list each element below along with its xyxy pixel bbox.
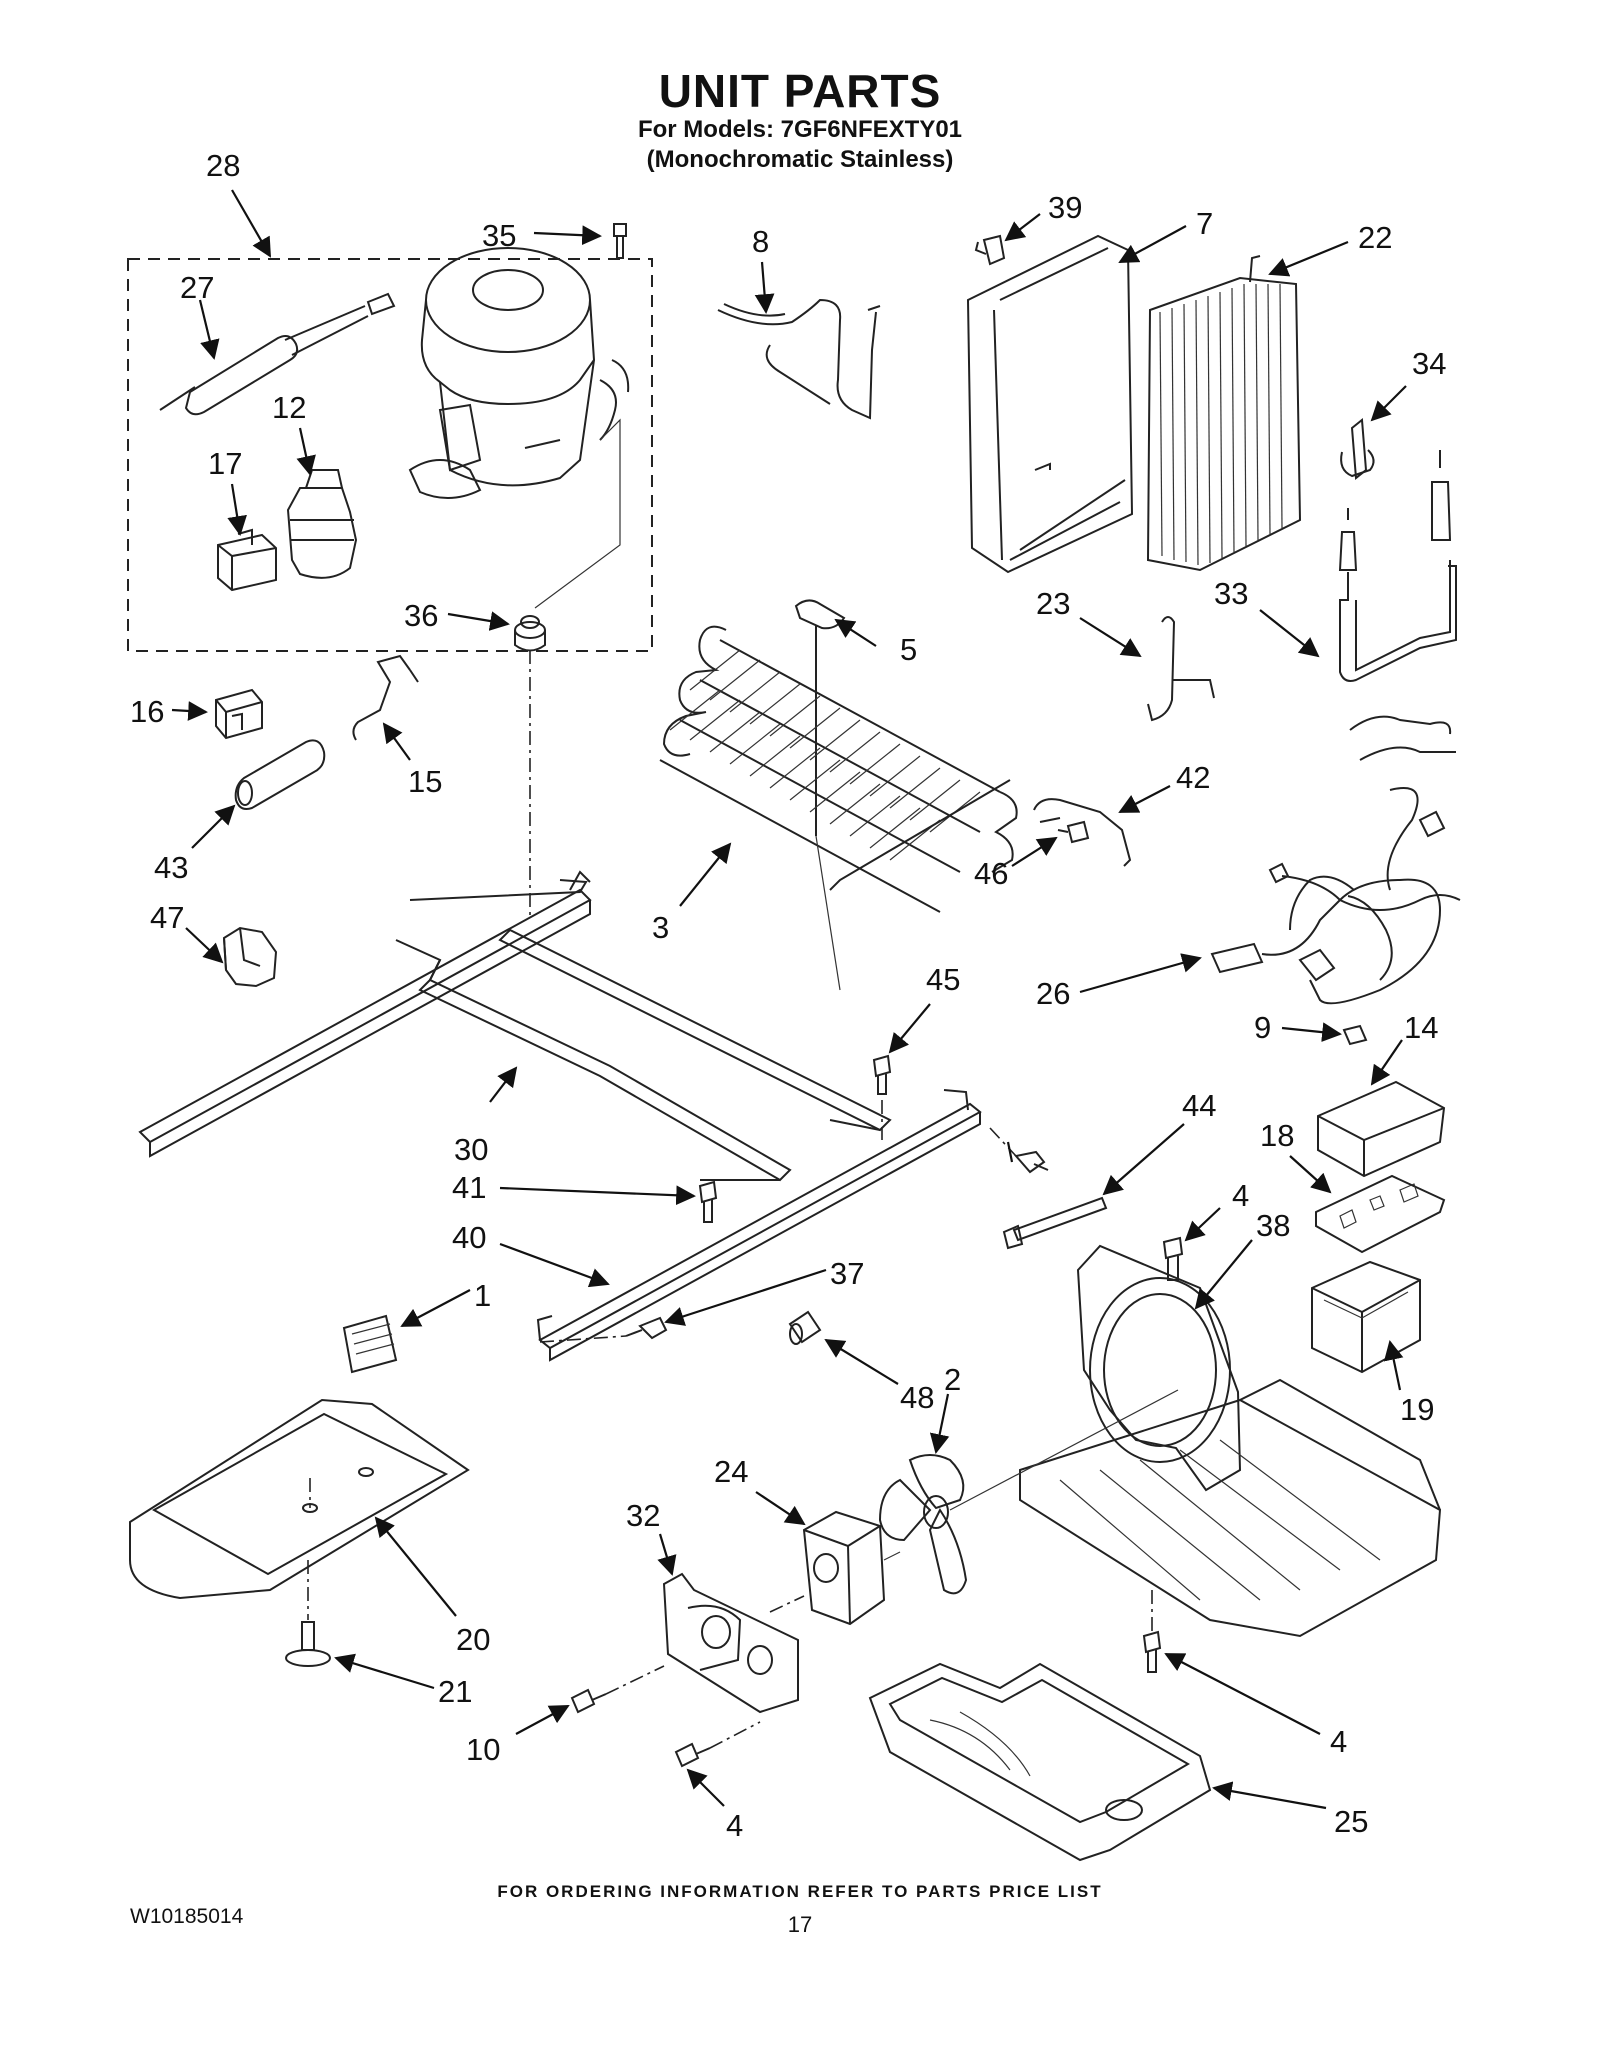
callout-25: 25 <box>1334 1804 1368 1839</box>
callout-24: 24 <box>714 1454 748 1489</box>
ordering-note: FOR ORDERING INFORMATION REFER TO PARTS … <box>497 1882 1103 1901</box>
callout-21: 21 <box>438 1674 472 1709</box>
callout-16: 16 <box>130 694 164 729</box>
page-title: UNIT PARTS <box>658 65 942 117</box>
compressor <box>408 247 630 500</box>
part-8-tube <box>717 298 881 420</box>
part-14-cover <box>1317 1080 1446 1178</box>
callout-20: 20 <box>456 1622 490 1657</box>
callout-39: 39 <box>1048 190 1082 225</box>
part-39-clip <box>974 234 1006 266</box>
callout-47: 47 <box>150 900 184 935</box>
callout-8: 8 <box>752 224 769 259</box>
part-4-screw-lower-bracket <box>674 1721 761 1768</box>
callout-42: 42 <box>1176 760 1210 795</box>
callout-18: 18 <box>1260 1118 1294 1153</box>
part-23-wire <box>1147 616 1215 722</box>
callout-41: 41 <box>452 1170 486 1205</box>
callout-4-base: 4 <box>1330 1724 1347 1759</box>
part-37-screws <box>539 1127 1049 1343</box>
callout-32: 32 <box>626 1498 660 1533</box>
compressor-assembly-box <box>127 258 653 652</box>
part-44-cable-tie <box>1002 1196 1108 1250</box>
part-47-bracket <box>222 926 278 988</box>
part-25-drain-pan <box>868 1662 1212 1862</box>
leader-lines <box>171 189 1407 1810</box>
callout-36: 36 <box>404 598 438 633</box>
callout-33: 33 <box>1214 576 1248 611</box>
callout-17: 17 <box>208 446 242 481</box>
callout-45: 45 <box>926 962 960 997</box>
part-1-pad <box>342 1314 398 1374</box>
callout-27: 27 <box>180 270 214 305</box>
callout-3: 3 <box>652 910 669 945</box>
callout-48: 48 <box>900 1380 934 1415</box>
part-33-tubing <box>1338 450 1457 682</box>
part-20-tray <box>129 1398 470 1600</box>
part-22-evaporator <box>1146 255 1302 572</box>
part-21-foot <box>285 1560 331 1667</box>
part-42-bracket <box>1033 798 1132 867</box>
part-30-frame <box>138 870 892 1182</box>
callout-23: 23 <box>1036 586 1070 621</box>
callout-9: 9 <box>1254 1010 1271 1045</box>
part-35-screw <box>613 223 627 259</box>
callout-1: 1 <box>474 1278 491 1313</box>
part-26-wiring-harness <box>1210 715 1461 1005</box>
callout-19: 19 <box>1400 1392 1434 1427</box>
callout-43: 43 <box>154 850 188 885</box>
part-2-fan-blade <box>878 1389 1179 1595</box>
callout-7: 7 <box>1196 206 1213 241</box>
part-45-screw <box>872 1054 892 1140</box>
document-number: W10185014 <box>130 1905 244 1928</box>
part-3-condenser <box>659 625 1018 913</box>
part-41-screw <box>698 1180 718 1223</box>
page-number: 17 <box>787 1912 813 1937</box>
callout-4-upper: 4 <box>1232 1178 1249 1213</box>
part-5-clip <box>794 599 846 836</box>
part-7-evaporator-cover <box>966 234 1134 574</box>
callout-22: 22 <box>1358 220 1392 255</box>
part-9-clip <box>1342 1024 1368 1046</box>
part-18-control-board <box>1315 1174 1446 1254</box>
callout-labels: 28 35 27 12 17 36 8 39 7 22 34 33 23 5 1… <box>130 148 1446 1843</box>
callout-4-lower: 4 <box>726 1808 743 1843</box>
part-43-tube <box>234 739 326 810</box>
part-32-motor-bracket <box>662 1572 799 1714</box>
callout-28: 28 <box>206 148 240 183</box>
callout-38: 38 <box>1256 1208 1290 1243</box>
part-24-fan-motor <box>769 1510 901 1626</box>
part-36-grommet <box>514 615 546 652</box>
variant-line: (Monochromatic Stainless) <box>646 146 954 173</box>
callout-40: 40 <box>452 1220 486 1255</box>
part-27-drier <box>159 292 396 416</box>
callout-26: 26 <box>1036 976 1070 1011</box>
callout-46: 46 <box>974 856 1008 891</box>
callout-44: 44 <box>1182 1088 1216 1123</box>
part-16-connector <box>215 688 263 740</box>
part-10-screw <box>570 1665 665 1714</box>
part-40-bar <box>536 1089 982 1362</box>
callout-5: 5 <box>900 632 917 667</box>
part-12-start-relay <box>286 469 358 579</box>
callout-35: 35 <box>482 218 516 253</box>
part-46-screw <box>1057 820 1090 844</box>
part-15-spring <box>352 654 419 741</box>
model-line: For Models: 7GF6NFEXTY01 <box>637 116 963 143</box>
part-34-bracket <box>1340 418 1375 480</box>
callout-2: 2 <box>944 1362 961 1397</box>
callout-37: 37 <box>830 1256 864 1291</box>
callout-15: 15 <box>408 764 442 799</box>
callout-34: 34 <box>1412 346 1446 381</box>
part-4-screw-base <box>1142 1590 1162 1673</box>
callout-10: 10 <box>466 1732 500 1767</box>
callout-12: 12 <box>272 390 306 425</box>
callout-30: 30 <box>454 1132 488 1167</box>
part-48-fitting <box>788 1310 822 1345</box>
part-17-overload <box>217 528 277 592</box>
part-19-control-box <box>1311 1260 1421 1374</box>
callout-14: 14 <box>1404 1010 1438 1045</box>
part-38-fan-shroud <box>1019 1244 1442 1638</box>
